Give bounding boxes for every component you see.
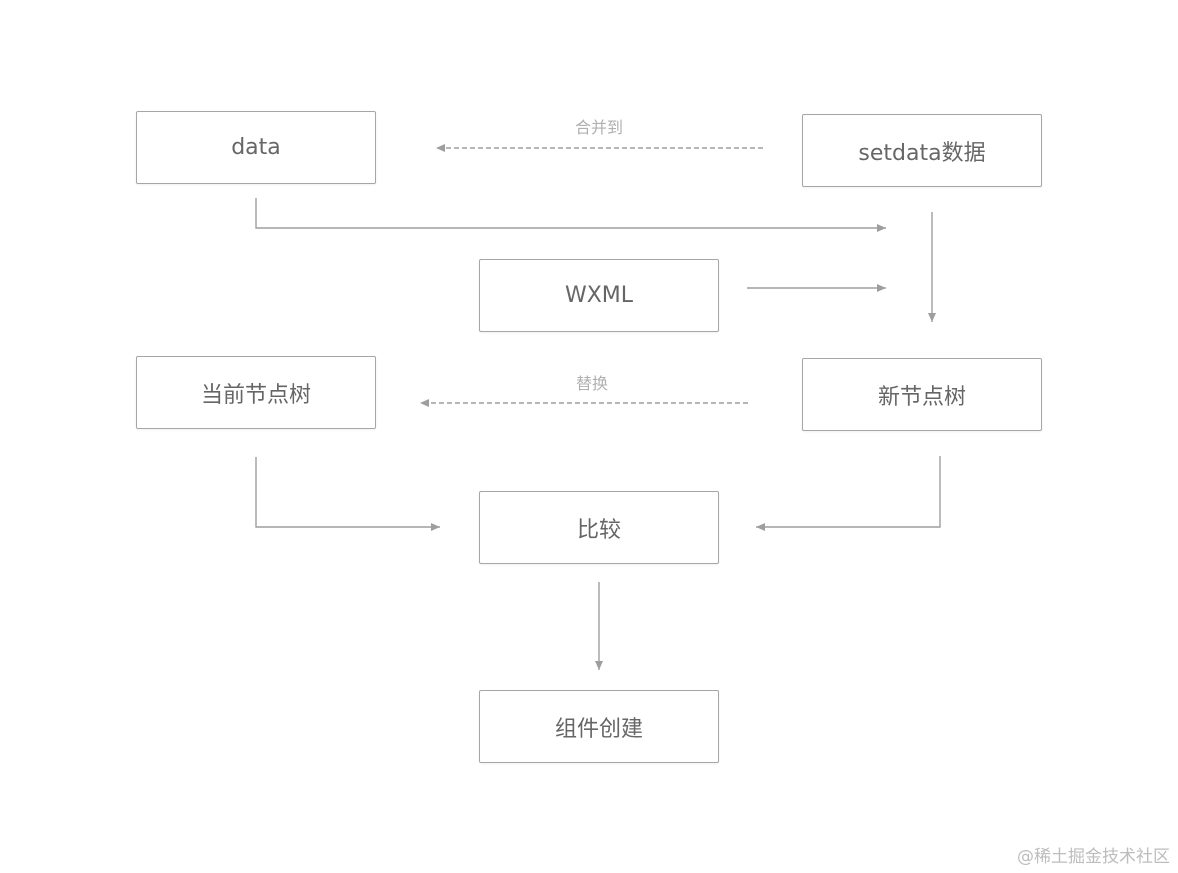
node-new-tree: 新节点树 xyxy=(802,358,1042,431)
node-current-tree: 当前节点树 xyxy=(136,356,376,429)
edge-label-replace: 替换 xyxy=(575,374,609,393)
node-data: data xyxy=(136,111,376,184)
node-compare: 比较 xyxy=(479,491,719,564)
node-setdata-label: setdata数据 xyxy=(858,140,986,166)
edge-label-merge-into: 合并到 xyxy=(574,118,624,137)
node-data-label: data xyxy=(231,135,281,160)
node-create: 组件创建 xyxy=(479,690,719,763)
edge-new-tree-to-compare xyxy=(756,456,941,531)
node-setdata: setdata数据 xyxy=(802,114,1042,187)
node-new-tree-label: 新节点树 xyxy=(877,384,966,410)
edge-data-to-new-tree xyxy=(255,198,886,232)
node-current-tree-label: 当前节点树 xyxy=(200,382,311,408)
edge-current-tree-to-compare xyxy=(255,457,440,531)
node-compare-label: 比较 xyxy=(576,517,621,543)
node-create-label: 组件创建 xyxy=(554,716,643,742)
node-wxml-label: WXML xyxy=(564,283,634,308)
node-wxml: WXML xyxy=(479,259,719,332)
watermark: @稀土掘金技术社区 xyxy=(1017,847,1170,867)
